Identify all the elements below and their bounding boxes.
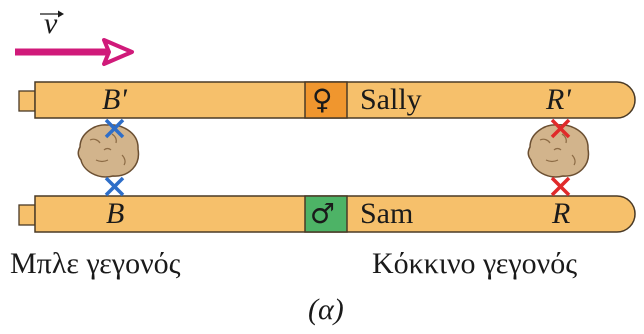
male-symbol-icon: ♂: [310, 197, 336, 230]
ship-sam: [18, 195, 636, 233]
ship-sally-cabin: [304, 81, 348, 119]
ship-sally: [18, 81, 636, 119]
event-label-b-prime: B': [102, 83, 127, 116]
red-cross-icon-bottom: [550, 176, 571, 197]
event-label-r-prime: R': [546, 83, 571, 116]
right-rock-icon: [527, 124, 590, 178]
panel-label: (α): [308, 293, 344, 326]
observer-name-sally: Sally: [360, 83, 422, 116]
ship-sam-cabin: [304, 195, 348, 233]
red-cross-icon-top: [550, 118, 571, 139]
vector-arrow-icon: [40, 10, 64, 18]
observer-name-sam: Sam: [360, 197, 414, 230]
velocity-arrow-icon: [15, 38, 134, 66]
caption-red-event: Κόκκινο γεγονός: [372, 247, 578, 280]
ship-sam-nozzle: [18, 204, 36, 226]
ship-sally-nozzle: [18, 90, 36, 112]
blue-cross-icon-bottom: [104, 176, 125, 197]
caption-blue-event: Μπλε γεγονός: [10, 247, 181, 280]
blue-cross-icon-top: [104, 118, 125, 139]
event-label-b: B: [106, 197, 125, 230]
velocity-label: v: [44, 7, 58, 40]
female-symbol-icon: ♀: [312, 83, 333, 116]
left-rock-icon: [77, 124, 140, 178]
event-label-r: R: [552, 197, 571, 230]
